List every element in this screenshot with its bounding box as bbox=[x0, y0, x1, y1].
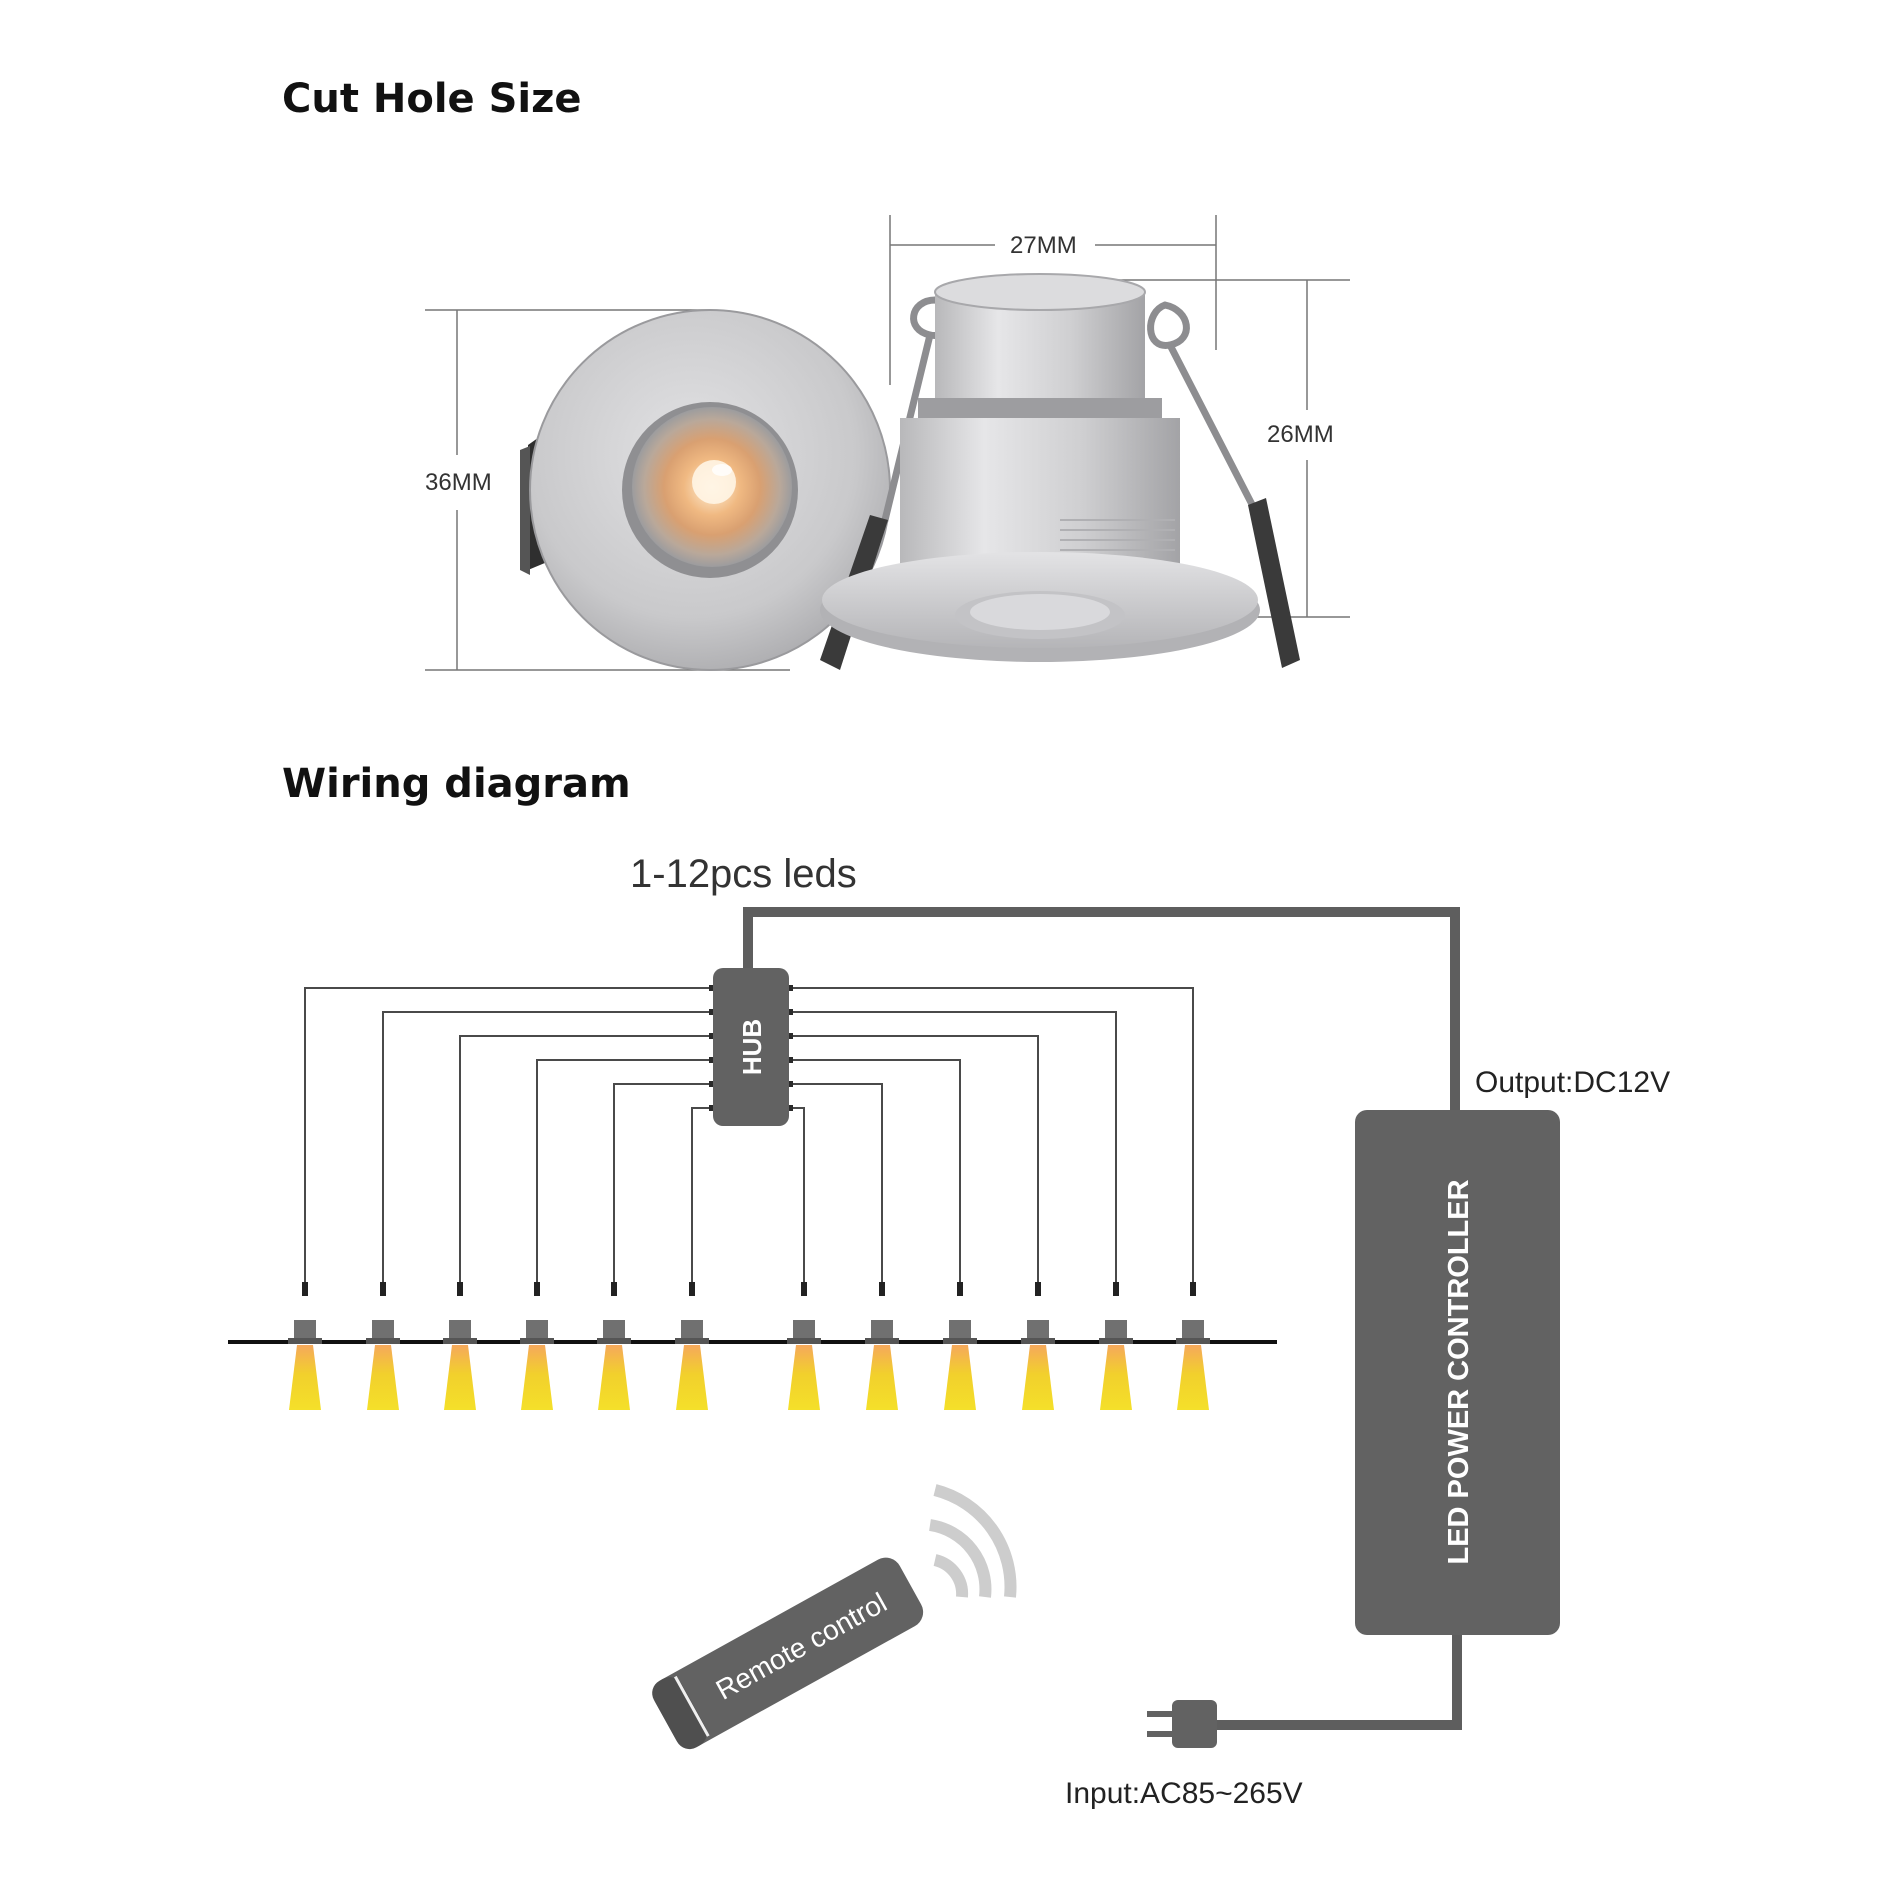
dimension-diameter-label: 36MM bbox=[425, 469, 492, 496]
dimension-line-diameter bbox=[425, 309, 790, 671]
led-light-icon bbox=[675, 1282, 709, 1410]
led-light-icon bbox=[366, 1282, 400, 1410]
led-wire bbox=[691, 1107, 713, 1282]
dimension-line-width bbox=[889, 215, 1217, 385]
led-branch-wires bbox=[304, 987, 1194, 1282]
led-wire bbox=[789, 1059, 961, 1282]
led-light-icon bbox=[443, 1282, 477, 1410]
led-wire bbox=[613, 1083, 713, 1282]
input-voltage-label: Input:AC85~265V bbox=[1065, 1777, 1303, 1810]
wiring-diagram-title: Wiring diagram bbox=[282, 761, 631, 807]
dimension-width-label: 27MM bbox=[1010, 232, 1077, 259]
hub-label: HUB bbox=[737, 1019, 767, 1075]
led-wire bbox=[304, 987, 713, 1282]
hub-box: HUB bbox=[709, 968, 793, 1126]
led-light-icon bbox=[865, 1282, 899, 1410]
led-light-icon bbox=[1099, 1282, 1133, 1410]
leds-count-label: 1-12pcs leds bbox=[630, 852, 857, 896]
dimension-height-label: 26MM bbox=[1267, 421, 1334, 448]
led-fixtures bbox=[288, 1282, 1210, 1410]
led-light-icon bbox=[787, 1282, 821, 1410]
led-power-controller: LED POWER CONTROLLER bbox=[1355, 1110, 1560, 1635]
led-light-icon bbox=[597, 1282, 631, 1410]
led-light-icon bbox=[1021, 1282, 1055, 1410]
led-wire bbox=[789, 1011, 1117, 1282]
power-plug-icon bbox=[1147, 1700, 1217, 1748]
led-wire bbox=[789, 1107, 805, 1282]
led-light-icon bbox=[1176, 1282, 1210, 1410]
led-light-icon bbox=[943, 1282, 977, 1410]
led-light-icon bbox=[288, 1282, 322, 1410]
downlight-side-view: 27MM 26MM bbox=[820, 215, 1350, 670]
output-voltage-label: Output:DC12V bbox=[1475, 1066, 1670, 1099]
led-wire bbox=[789, 1083, 883, 1282]
led-wire bbox=[459, 1035, 713, 1282]
led-light-icon bbox=[520, 1282, 554, 1410]
controller-label: LED POWER CONTROLLER bbox=[1443, 1179, 1475, 1564]
led-wire bbox=[536, 1059, 713, 1282]
wireless-signal-icon bbox=[928, 1484, 1017, 1598]
remote-control: Remote control bbox=[652, 1557, 924, 1750]
input-cable bbox=[1215, 1635, 1462, 1730]
led-wire bbox=[789, 987, 1194, 1282]
main-cable bbox=[743, 907, 1460, 1112]
downlight-front-view: 36MM bbox=[425, 309, 891, 671]
led-wire bbox=[382, 1011, 713, 1282]
led-wire bbox=[789, 1035, 1039, 1282]
cut-hole-size-title: Cut Hole Size bbox=[282, 76, 582, 122]
